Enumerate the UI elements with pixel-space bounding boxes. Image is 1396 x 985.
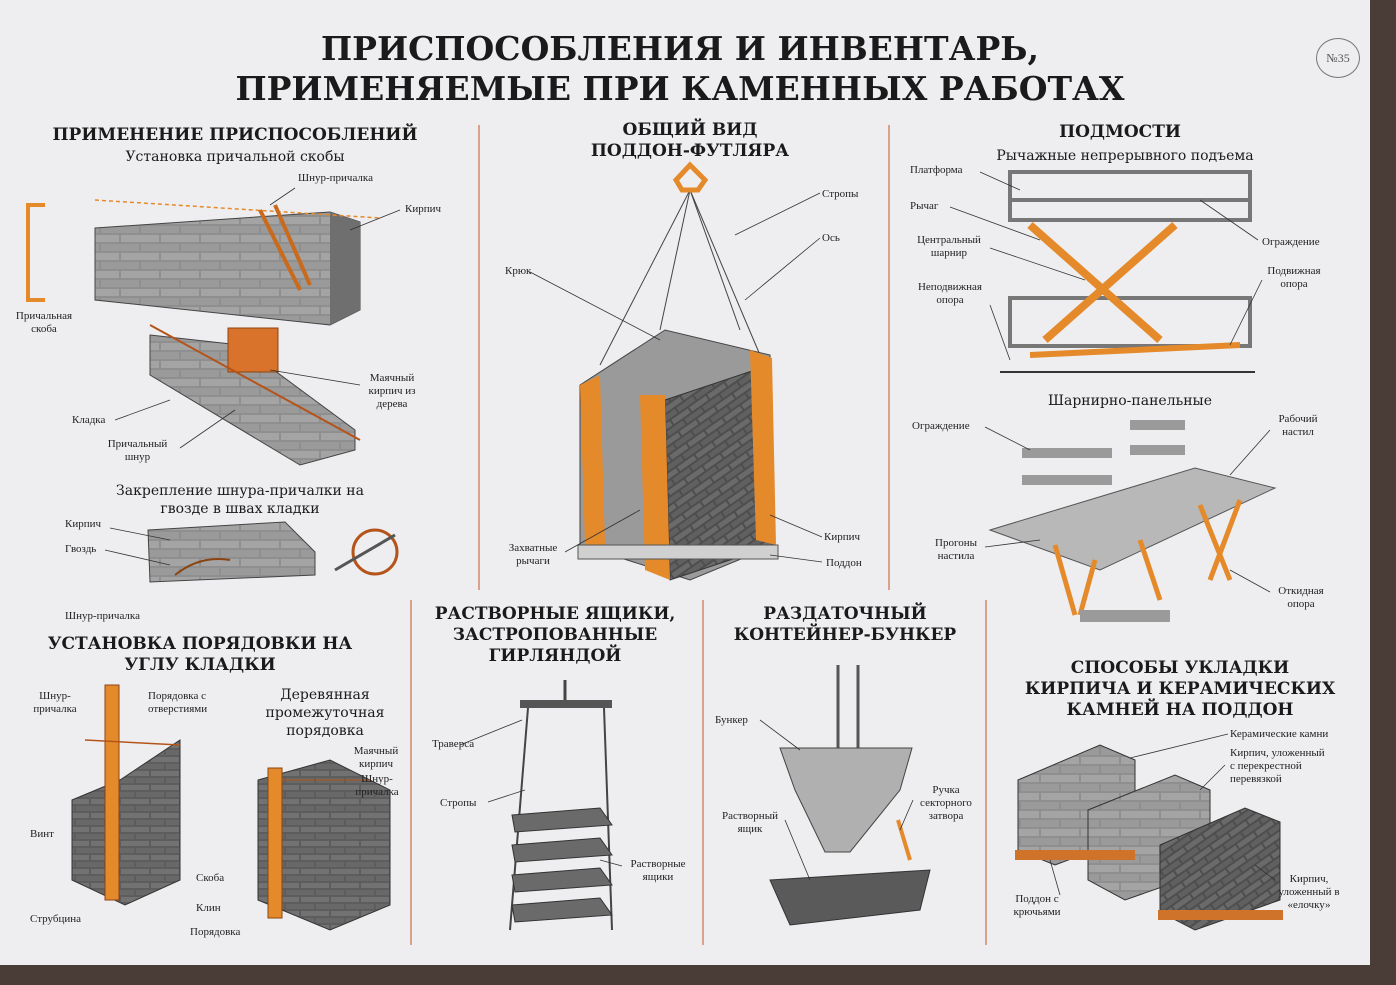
leader-lines	[104, 171, 1276, 896]
wood-rod-heading: Деревянная промежуточная порядовка	[265, 687, 385, 739]
label-purlins: Прогоны настила	[935, 537, 977, 562]
label-platform: Платформа	[910, 164, 963, 176]
label-corner-cord: Шнур-причалка	[33, 690, 77, 715]
hinged-scaffold-illustration	[988, 420, 1277, 622]
label-mooring-cord: Причальный шнур	[107, 438, 168, 463]
label-box-slings: Стропы	[440, 797, 477, 809]
label-pallet: Поддон	[826, 557, 862, 569]
label-central-hinge: Центральный шарнир	[917, 234, 981, 259]
label-ceramic: Керамические камни	[1230, 728, 1329, 740]
label-pallet-hooks: Поддон с крючьями	[1013, 893, 1061, 918]
label-cord-top: Шнур-причалка	[298, 172, 373, 184]
label-bracket: Причальная скоба	[15, 310, 73, 335]
poster-title-line1: ПРИСПОСОБЛЕНИЯ И ИНВЕНТАРЬ,	[320, 29, 1040, 68]
label-herring: Кирпич, уложенный в «елочку»	[1278, 873, 1340, 911]
scaffold-subheading-lever: Рычажные непрерывного подъема	[996, 148, 1254, 164]
boxes-heading: РАСТВОРНЫЕ ЯЩИКИ, ЗАСТРОПОВАННЫЕ ГИРЛЯНД…	[434, 604, 676, 666]
label-wood-cord: Шнур-причалка	[355, 773, 399, 798]
wood-rod-illustration	[257, 759, 391, 931]
nail-illustration	[147, 521, 399, 583]
label-railing: Ограждение	[912, 420, 970, 432]
corner-rod-illustration	[71, 684, 181, 906]
label-deck: Рабочий настил	[1278, 413, 1318, 438]
label-movable-support: Подвижная опора	[1267, 265, 1321, 290]
label-fold-support: Откидная опора	[1278, 585, 1324, 610]
poster: ПРИСПОСОБЛЕНИЯ И ИНВЕНТАРЬ, ПРИМЕНЯЕМЫЕ …	[0, 0, 1370, 965]
divider	[410, 600, 412, 945]
illustrations	[26, 161, 1283, 931]
masonry-with-beacon-illustration	[149, 324, 361, 466]
bunker-heading: РАЗДАТОЧНЫЙ КОНТЕЙНЕР-БУНКЕР	[733, 604, 957, 645]
fixtures-subheading: Установка причальной скобы	[125, 149, 345, 165]
fixtures-heading: ПРИМЕНЕНИЕ ПРИСПОСОБЛЕНИЙ	[52, 125, 418, 145]
label-nail-brick: Кирпич	[65, 518, 102, 530]
label-axis: Ось	[822, 232, 840, 244]
scaffold-heading: ПОДМОСТИ	[1059, 122, 1181, 142]
scaffold-subheading-hinged: Шарнирно-панельные	[1048, 393, 1212, 409]
label-wedge: Клин	[196, 902, 221, 914]
divider	[702, 600, 704, 945]
label-grip-levers: Захватные рычаги	[508, 542, 558, 567]
poster-number-badge: №35	[1316, 38, 1360, 78]
label-beacon: Маячный кирпич	[353, 745, 399, 770]
label-screw: Винт	[30, 828, 54, 840]
brick-stacks-illustration	[1015, 744, 1283, 931]
nail-heading: Закрепление шнура-причалки на гвозде в ш…	[116, 483, 364, 517]
pallet-heading: ОБЩИЙ ВИД ПОДДОН-ФУТЛЯРА	[590, 120, 790, 161]
divider	[478, 125, 480, 590]
label-frame: Струбцина	[30, 913, 81, 925]
label-clamp: Скоба	[196, 872, 225, 884]
label-railing-top: Ограждение	[1262, 236, 1320, 248]
label-wood-brick: Маячный кирпич из дерева	[368, 372, 416, 410]
label-hook: Крюк	[505, 265, 532, 277]
wall-with-bracket-illustration	[26, 199, 381, 326]
mortar-boxes-illustration	[509, 680, 613, 931]
poster-title-line2: ПРИМЕНЯЕМЫЕ ПРИ КАМЕННЫХ РАБОТАХ	[235, 69, 1125, 108]
stacking-heading: СПОСОБЫ УКЛАДКИ КИРПИЧА И КЕРАМИЧЕСКИХ К…	[1024, 658, 1336, 720]
label-nail: Гвоздь	[65, 543, 97, 555]
label-fixed-support: Неподвижная опора	[917, 281, 982, 306]
label-masonry: Кладка	[72, 414, 106, 426]
label-brick-top: Кирпич	[405, 203, 442, 215]
label-traverse: Траверса	[432, 738, 475, 750]
label-cross: Кирпич, уложенный с перекрестной перевяз…	[1230, 747, 1325, 785]
label-mortar-boxes: Растворные ящики	[630, 858, 686, 883]
bunker-illustration	[769, 665, 931, 926]
label-lever: Рычаг	[910, 200, 939, 212]
label-rod: Порядовка	[190, 926, 241, 938]
divider	[985, 600, 987, 945]
label-mortar-box: Растворный ящик	[722, 810, 778, 835]
divider	[888, 125, 890, 590]
label-pallet-brick: Кирпич	[824, 531, 861, 543]
label-nail-cord: Шнур-причалка	[65, 610, 140, 622]
label-bunker: Бункер	[715, 714, 748, 726]
lever-scaffold-illustration	[1000, 170, 1255, 373]
pallet-case-illustration	[577, 161, 779, 581]
label-gate-handle: Ручка секторного затвора	[920, 784, 972, 822]
label-slings: Стропы	[822, 188, 859, 200]
label-rod-holes: Порядовка с отверстиями	[148, 690, 208, 715]
corner-heading: УСТАНОВКА ПОРЯДОВКИ НА УГЛУ КЛАДКИ	[47, 634, 353, 675]
